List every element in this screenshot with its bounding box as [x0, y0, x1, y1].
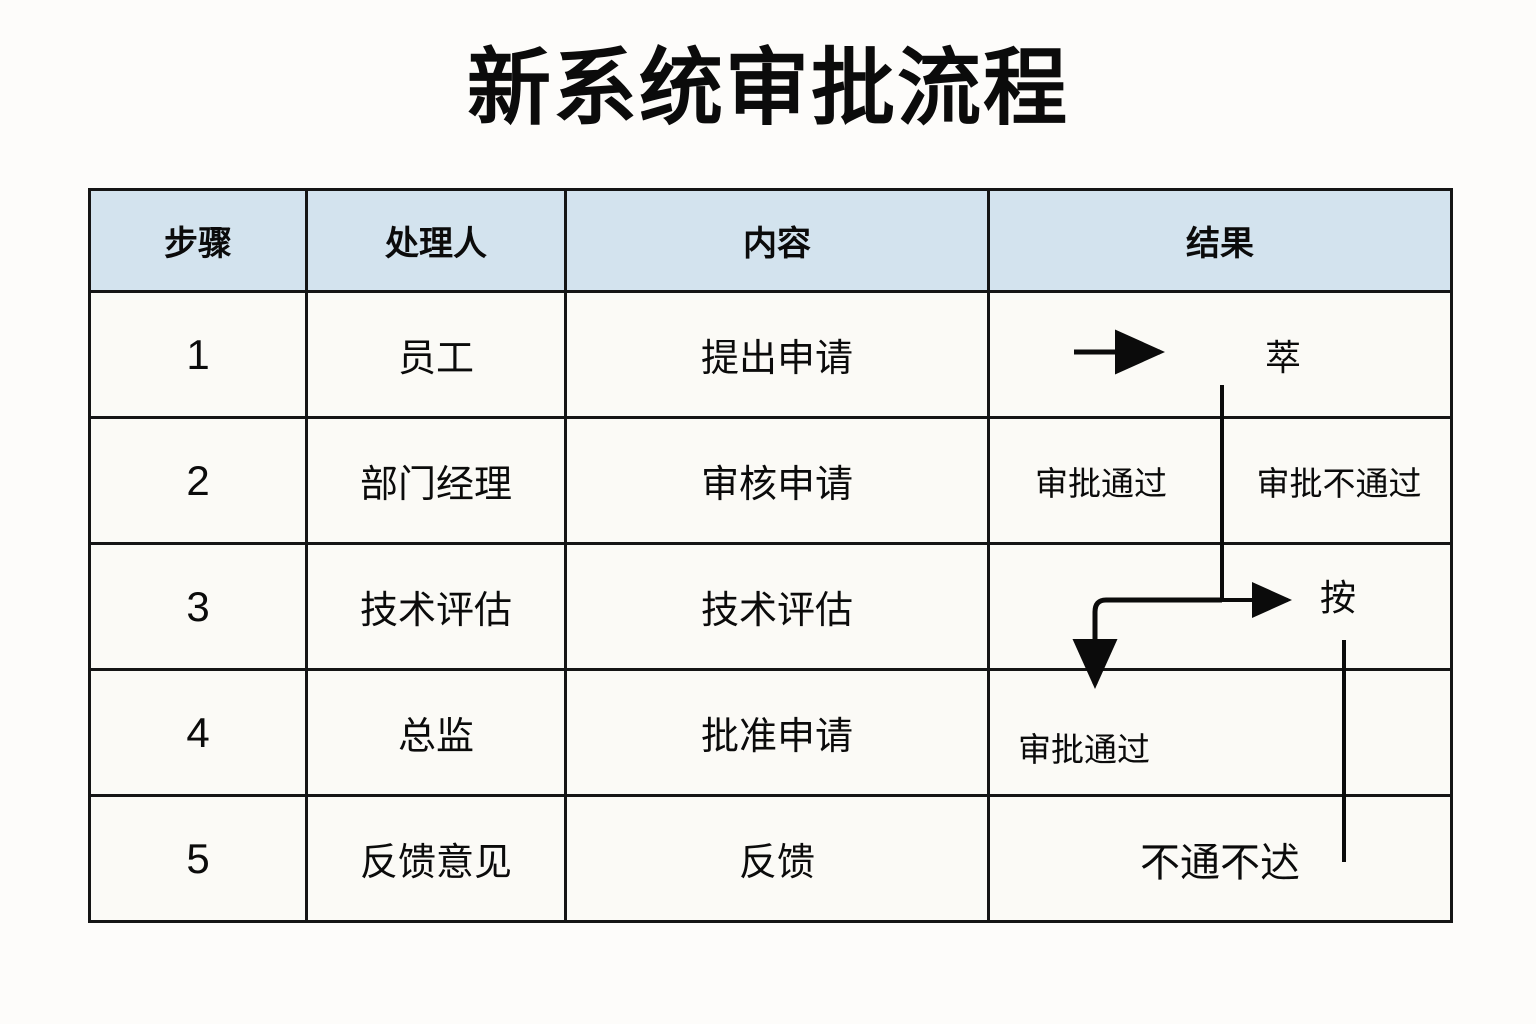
result-label: 审批通过: [1018, 731, 1150, 768]
cell-owner: 部门经理: [305, 416, 567, 545]
result-arrow-row: 萃: [990, 329, 1450, 381]
table-row: 5 反馈意见 反馈 不通不迖: [88, 794, 1453, 923]
cell-content: 审核申请: [564, 416, 990, 545]
result-label: 萃: [1264, 336, 1301, 378]
result-approved-group: 审批通过: [990, 671, 1450, 794]
result-label-not-approved: 审批不通过: [1256, 464, 1422, 502]
approval-flow-table: 步骤 处理人 内容 结果 1 员工 提出申请 萃: [88, 188, 1453, 923]
cell-step: 4: [88, 668, 308, 797]
cell-content: 提出申请: [564, 290, 990, 419]
cell-owner: 技术评估: [305, 542, 567, 671]
table-row: 3 技术评估 技术评估 按: [88, 542, 1453, 671]
cell-result: 不通不迖: [987, 794, 1453, 923]
cell-result: 萃: [987, 290, 1453, 419]
column-header-content: 内容: [564, 188, 990, 293]
cell-result: 审批通过: [987, 668, 1453, 797]
cell-owner: 员工: [305, 290, 567, 419]
table-row: 1 员工 提出申请 萃: [88, 290, 1453, 419]
column-header-owner: 处理人: [305, 188, 567, 293]
cell-result: 按: [987, 542, 1453, 671]
page-title: 新系统审批流程: [466, 41, 1069, 135]
column-header-result: 结果: [987, 188, 1453, 293]
cell-owner: 总监: [305, 668, 567, 797]
cell-result: 审批通过 审批不通过: [987, 416, 1453, 545]
result-rejected-group: 不通不迖: [990, 797, 1450, 920]
result-label: 按: [1320, 577, 1357, 618]
cell-content: 反馈: [564, 794, 990, 923]
result-label: 不通不迖: [1140, 840, 1300, 885]
cell-step: 3: [88, 542, 308, 671]
cell-step: 2: [88, 416, 308, 545]
table-row: 2 部门经理 审核申请 审批通过 审批不通过: [88, 416, 1453, 545]
result-split-group: 审批通过 审批不通过: [990, 419, 1450, 542]
cell-step: 1: [88, 290, 308, 419]
result-arrow-group: 萃: [990, 293, 1450, 416]
table-row: 4 总监 批准申请 审批通过: [88, 668, 1453, 797]
cell-step: 5: [88, 794, 308, 923]
cell-owner: 反馈意见: [305, 794, 567, 923]
result-label-approved: 审批通过: [1035, 464, 1167, 502]
column-header-step: 步骤: [88, 188, 308, 293]
cell-content: 批准申请: [564, 668, 990, 797]
approval-flow-table-wrapper: 步骤 处理人 内容 结果 1 员工 提出申请 萃: [88, 188, 1453, 923]
table-header-row: 步骤 处理人 内容 结果: [88, 188, 1453, 293]
cell-content: 技术评估: [564, 542, 990, 671]
result-branch-group: 按: [990, 545, 1450, 668]
arrow-right-icon: [1139, 353, 1231, 357]
